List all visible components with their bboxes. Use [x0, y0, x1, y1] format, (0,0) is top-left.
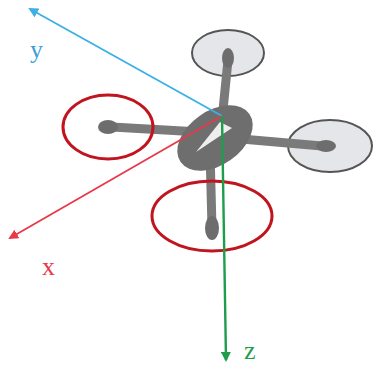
x-axis: [10, 116, 222, 238]
front-propeller: [152, 181, 272, 251]
motor: [205, 216, 219, 240]
front-propeller: [63, 95, 153, 159]
motor: [98, 120, 118, 134]
axis-label: z: [244, 338, 256, 364]
drone-body: [165, 92, 265, 184]
axis-label: y: [30, 37, 43, 63]
z-axis: [222, 116, 226, 360]
axis-label: x: [42, 254, 55, 280]
y-axis: [30, 9, 222, 116]
direction-marker: [196, 122, 232, 152]
motor: [222, 48, 234, 68]
motor: [316, 140, 336, 152]
